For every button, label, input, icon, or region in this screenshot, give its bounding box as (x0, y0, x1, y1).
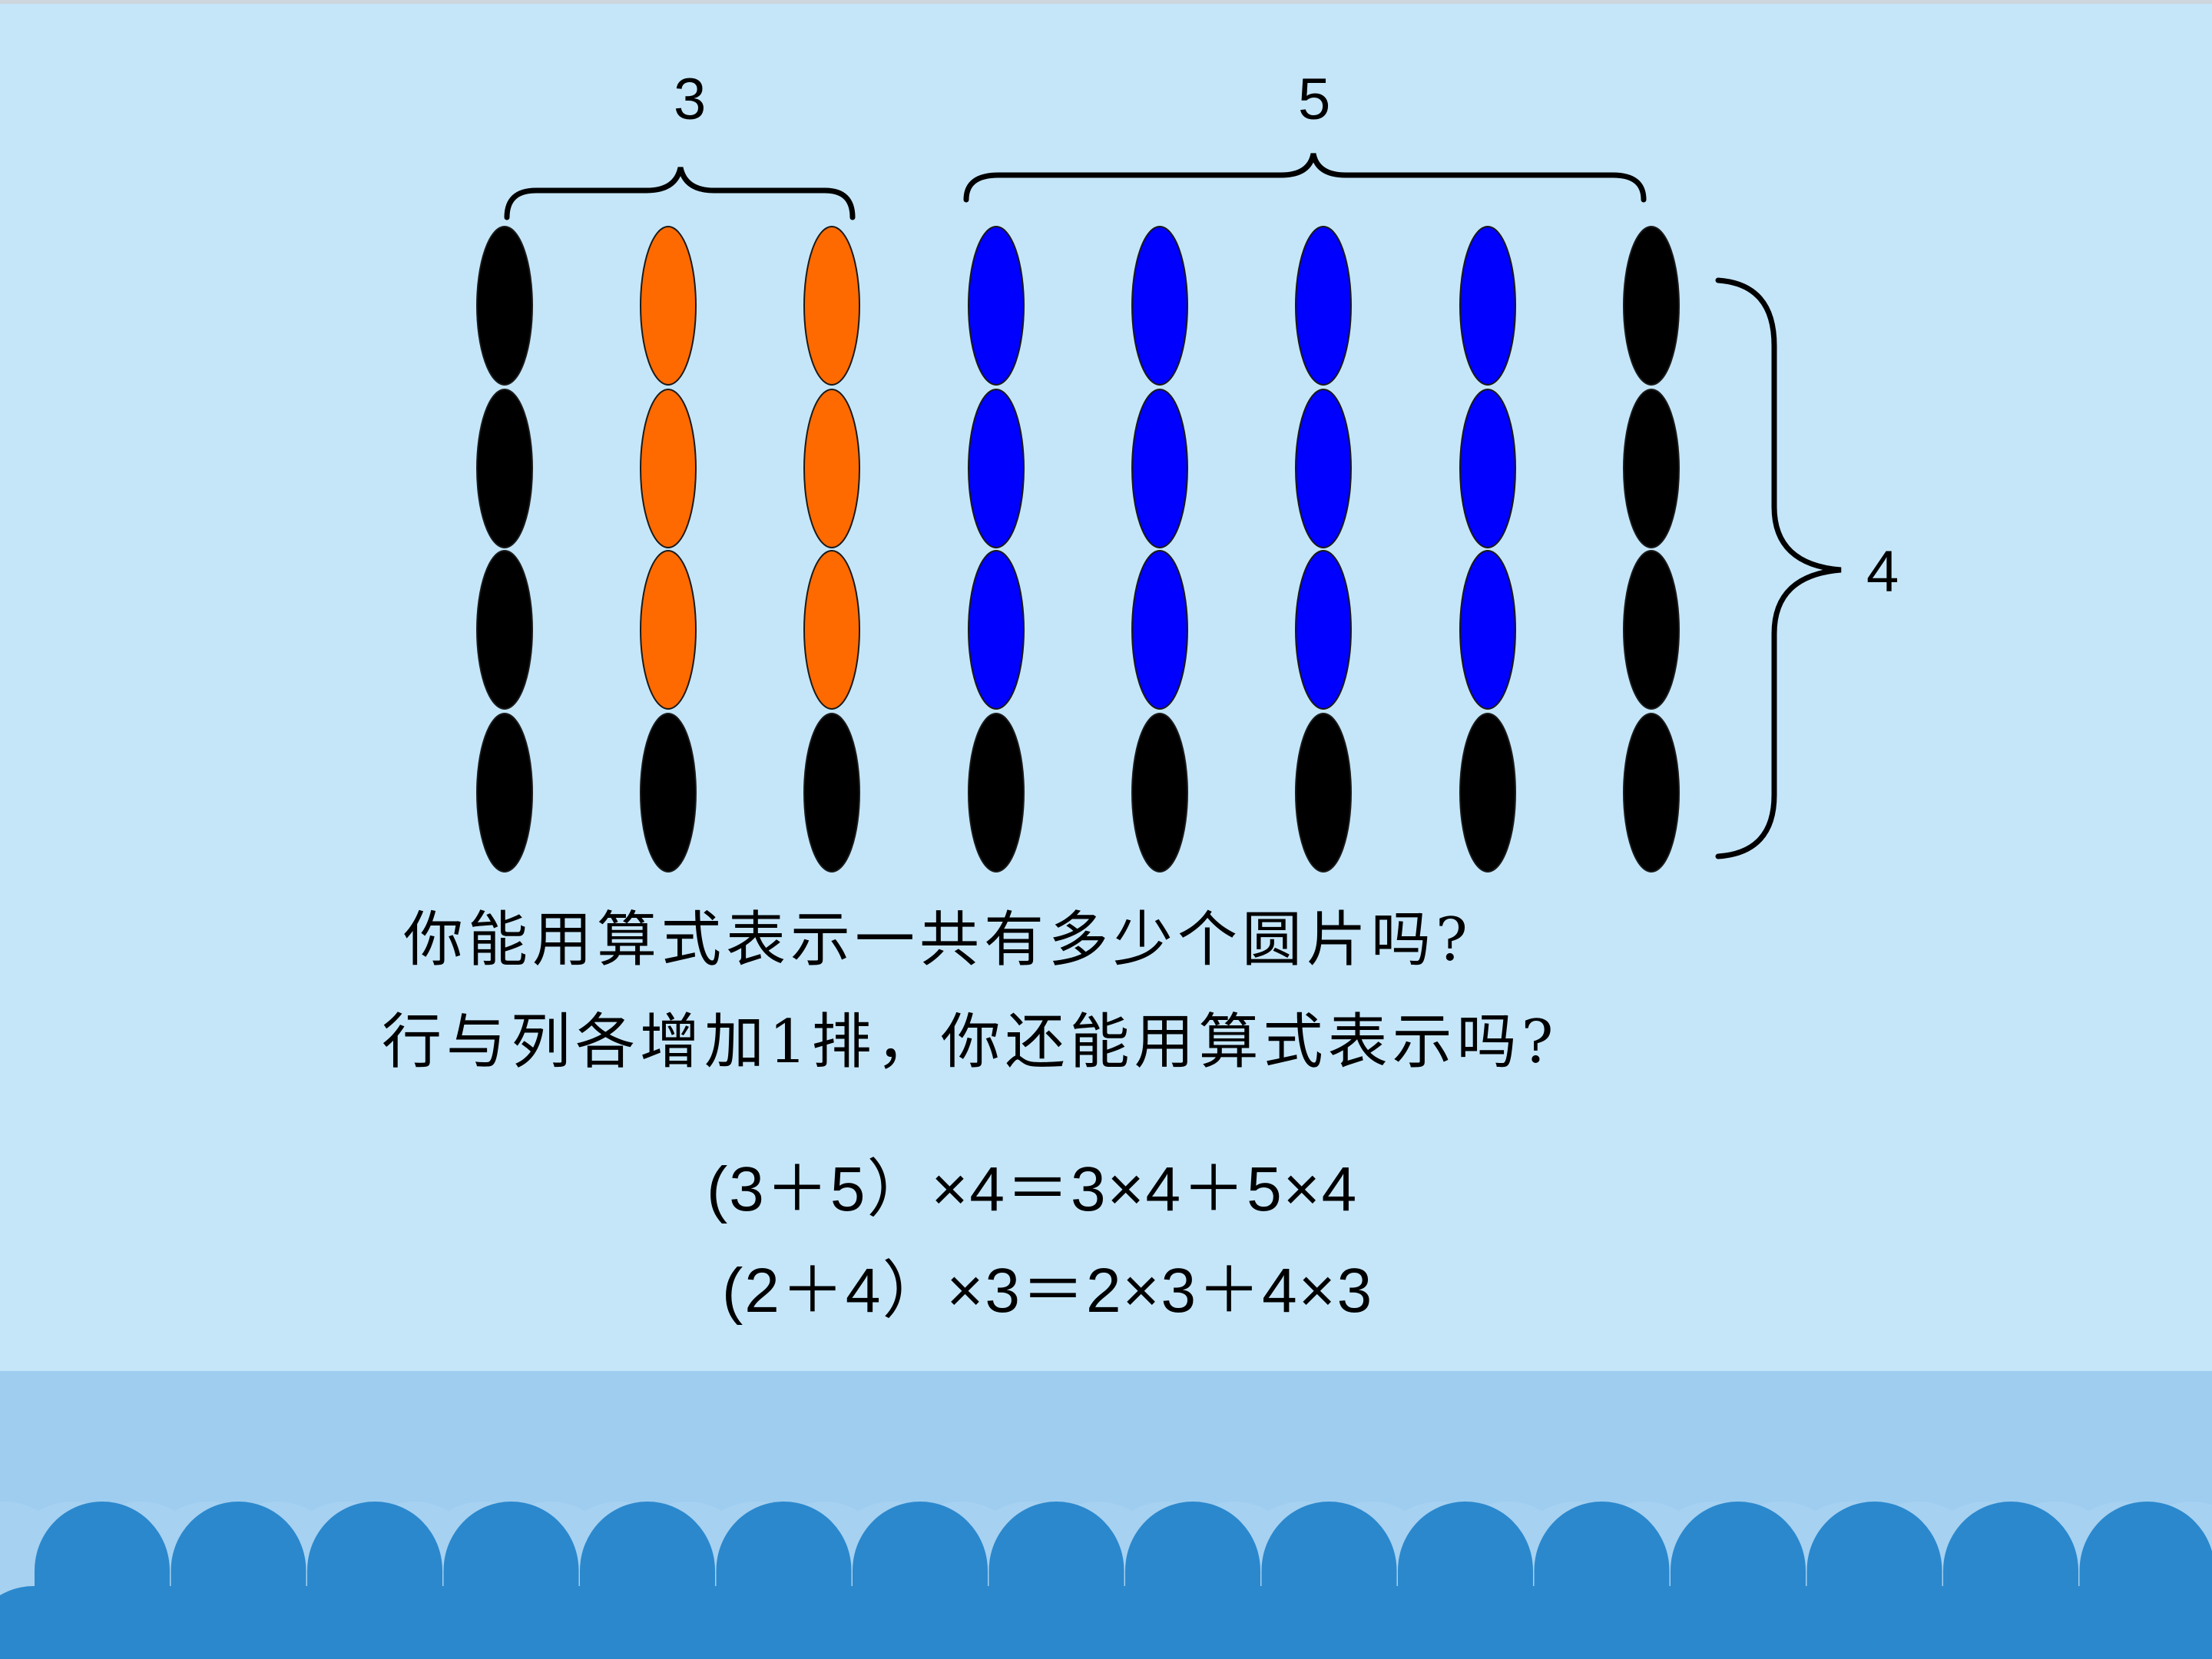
scallop-front-low (2147, 1586, 2212, 1659)
scallop-front-low (1193, 1586, 1329, 1659)
scallop-front-low (1330, 1586, 1465, 1659)
bead-r1-c6 (1295, 226, 1352, 386)
bead-r2-c1 (476, 389, 533, 548)
scallop-front-low (1875, 1586, 2010, 1659)
bead-r1-c8 (1623, 226, 1680, 386)
bead-r2-c8 (1623, 389, 1680, 548)
scallop-front-low (1738, 1586, 1874, 1659)
bead-r4-c4 (968, 713, 1025, 873)
brace-top-right (963, 153, 1647, 203)
question-extended: 行与列各增加1排，你还能用算式表示吗? (382, 1008, 1558, 1077)
scallop-front-low (920, 1586, 1056, 1659)
right-group-count: 5 (1298, 67, 1331, 132)
bead-r1-c7 (1459, 226, 1516, 386)
bead-r4-c2 (640, 713, 697, 873)
scallop-front-low (239, 1586, 374, 1659)
scallops-front (0, 1502, 2212, 1659)
bead-r4-c5 (1131, 713, 1188, 873)
scallop-front-low (2011, 1586, 2147, 1659)
scallop-front-low (375, 1586, 511, 1659)
bead-r3-c4 (968, 550, 1025, 710)
bead-r3-c8 (1623, 550, 1680, 710)
bead-r1-c4 (968, 226, 1025, 386)
brace-right (1715, 277, 1842, 859)
bead-r3-c2 (640, 550, 697, 710)
bead-r4-c7 (1459, 713, 1516, 873)
bead-grid (476, 226, 1680, 873)
bead-r3-c6 (1295, 550, 1352, 710)
bead-r4-c3 (803, 713, 860, 873)
bead-r3-c3 (803, 550, 860, 710)
bead-r2-c4 (968, 389, 1025, 548)
bead-r3-c7 (1459, 550, 1516, 710)
left-group-count: 3 (674, 67, 707, 132)
scallop-front-low (102, 1586, 238, 1659)
bead-r4-c6 (1295, 713, 1352, 873)
top-border (0, 0, 2212, 4)
bead-r2-c7 (1459, 389, 1516, 548)
bead-r4-c8 (1623, 713, 1680, 873)
scallop-front-low (1057, 1586, 1192, 1659)
question-total: 你能用算式表示一共有多少个圆片吗? (403, 906, 1472, 975)
bead-r1-c3 (803, 226, 860, 386)
scallop-front-low (1602, 1586, 1737, 1659)
scallop-front-low (0, 1586, 101, 1659)
bead-r2-c3 (803, 389, 860, 548)
bead-r2-c2 (640, 389, 697, 548)
scallop-front-low (1465, 1586, 1601, 1659)
scallop-front-low (647, 1586, 783, 1659)
bead-r3-c1 (476, 550, 533, 710)
scallop-front-low (512, 1586, 647, 1659)
bead-r2-c5 (1131, 389, 1188, 548)
bead-r1-c5 (1131, 226, 1188, 386)
wave-decoration (0, 1371, 2212, 1659)
bead-r4-c1 (476, 713, 533, 873)
brace-top-left (504, 167, 856, 220)
bead-r2-c6 (1295, 389, 1352, 548)
bead-r3-c5 (1131, 550, 1188, 710)
bead-r1-c1 (476, 226, 533, 386)
equation-first: (3＋5）×4＝3×4＋5×4 (707, 1154, 1359, 1224)
scallop-front-low (784, 1586, 919, 1659)
bead-r1-c2 (640, 226, 697, 386)
equation-second: (2＋4）×3＝2×3＋4×3 (722, 1256, 1374, 1326)
row-count: 4 (1866, 539, 1899, 604)
